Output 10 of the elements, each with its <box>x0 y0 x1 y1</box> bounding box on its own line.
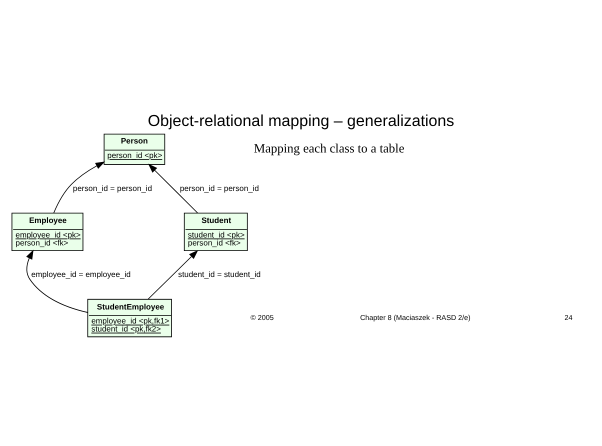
label: Mapping each class to a table <box>254 140 404 155</box>
edge-label: person_id = person_id <box>180 183 259 192</box>
arrow <box>148 163 198 213</box>
arrow <box>53 160 106 213</box>
diagram-title: Object-relational mapping – generalizations <box>148 112 454 130</box>
arrow <box>26 249 88 312</box>
edge-label: employee_id = employee_id <box>31 269 131 278</box>
edge-label: person_id = person_id <box>72 183 152 192</box>
arrow <box>148 249 198 300</box>
edge-label: student_id = student_id <box>178 269 261 278</box>
